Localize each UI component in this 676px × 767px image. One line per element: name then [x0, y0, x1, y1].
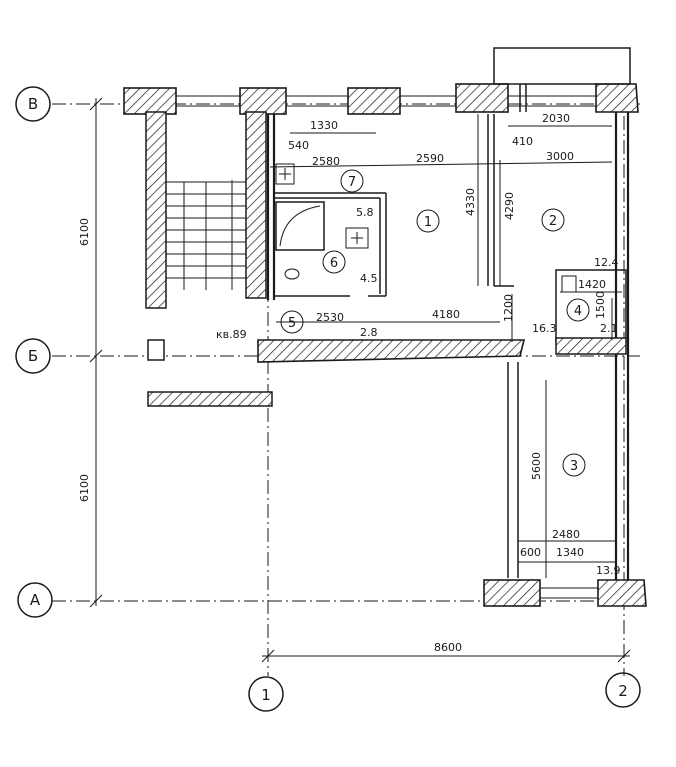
svg-text:2: 2 [618, 682, 628, 700]
svg-text:4.5: 4.5 [360, 272, 378, 285]
svg-text:1420: 1420 [578, 278, 606, 291]
svg-text:7: 7 [348, 175, 356, 190]
svg-text:13.9: 13.9 [596, 564, 621, 577]
dimension-lines [269, 114, 622, 578]
axis-marker-a: А [17, 582, 53, 618]
svg-text:5.8: 5.8 [356, 206, 374, 219]
axis-marker-b: Б [15, 338, 51, 374]
svg-text:1200: 1200 [502, 294, 515, 322]
dimension-left-vertical: 6100 6100 [78, 97, 103, 608]
svg-text:2030: 2030 [542, 112, 570, 125]
axis-marker-1: 1 [248, 676, 284, 712]
top-wall-piers [123, 83, 639, 115]
dimension-bottom-8600: 8600 [261, 641, 631, 663]
svg-text:540: 540 [288, 139, 309, 152]
svg-text:5600: 5600 [530, 452, 543, 480]
svg-text:4330: 4330 [464, 188, 477, 216]
svg-text:16.3: 16.3 [532, 322, 557, 335]
svg-text:4180: 4180 [432, 308, 460, 321]
svg-text:1: 1 [424, 215, 432, 230]
svg-text:12.4: 12.4 [594, 256, 619, 269]
bottom-wall-piers [483, 579, 647, 607]
room-label-5: 5 [280, 310, 304, 334]
svg-text:2530: 2530 [316, 311, 344, 324]
svg-text:4: 4 [574, 304, 582, 319]
top-windows [176, 47, 631, 112]
svg-text:2: 2 [549, 214, 557, 229]
svg-text:Б: Б [28, 347, 38, 365]
svg-text:кв.89: кв.89 [216, 328, 247, 341]
svg-text:2480: 2480 [552, 528, 580, 541]
svg-text:В: В [28, 95, 38, 113]
room-label-7: 7 [340, 169, 364, 193]
dimension-labels: 1330 540 2580 2590 3000 2030 410 4330 42… [216, 112, 621, 577]
svg-text:410: 410 [512, 135, 533, 148]
room-label-2: 2 [541, 208, 565, 232]
svg-text:600: 600 [520, 546, 541, 559]
svg-text:2590: 2590 [416, 152, 444, 165]
svg-text:2.8: 2.8 [360, 326, 378, 339]
svg-text:4290: 4290 [503, 192, 516, 220]
axis-marker-2: 2 [605, 672, 641, 708]
svg-text:1330: 1330 [310, 119, 338, 132]
svg-text:1340: 1340 [556, 546, 584, 559]
svg-text:А: А [30, 591, 41, 609]
svg-text:2.1: 2.1 [600, 322, 618, 335]
svg-text:6100: 6100 [78, 218, 91, 246]
svg-text:6: 6 [330, 256, 338, 271]
svg-text:1: 1 [261, 686, 271, 704]
room-label-1: 1 [416, 209, 440, 233]
svg-text:5: 5 [288, 316, 296, 331]
svg-text:1500: 1500 [594, 291, 607, 319]
svg-text:3: 3 [570, 459, 578, 474]
interior-walls [257, 112, 630, 580]
svg-text:8600: 8600 [434, 641, 462, 654]
svg-text:3000: 3000 [546, 150, 574, 163]
room-label-4: 4 [566, 298, 590, 322]
stairwell [145, 111, 273, 407]
svg-text:2580: 2580 [312, 155, 340, 168]
room-label-6: 6 [322, 250, 346, 274]
axis-marker-v: В [15, 86, 51, 122]
room-label-3: 3 [562, 453, 586, 477]
svg-text:6100: 6100 [78, 474, 91, 502]
